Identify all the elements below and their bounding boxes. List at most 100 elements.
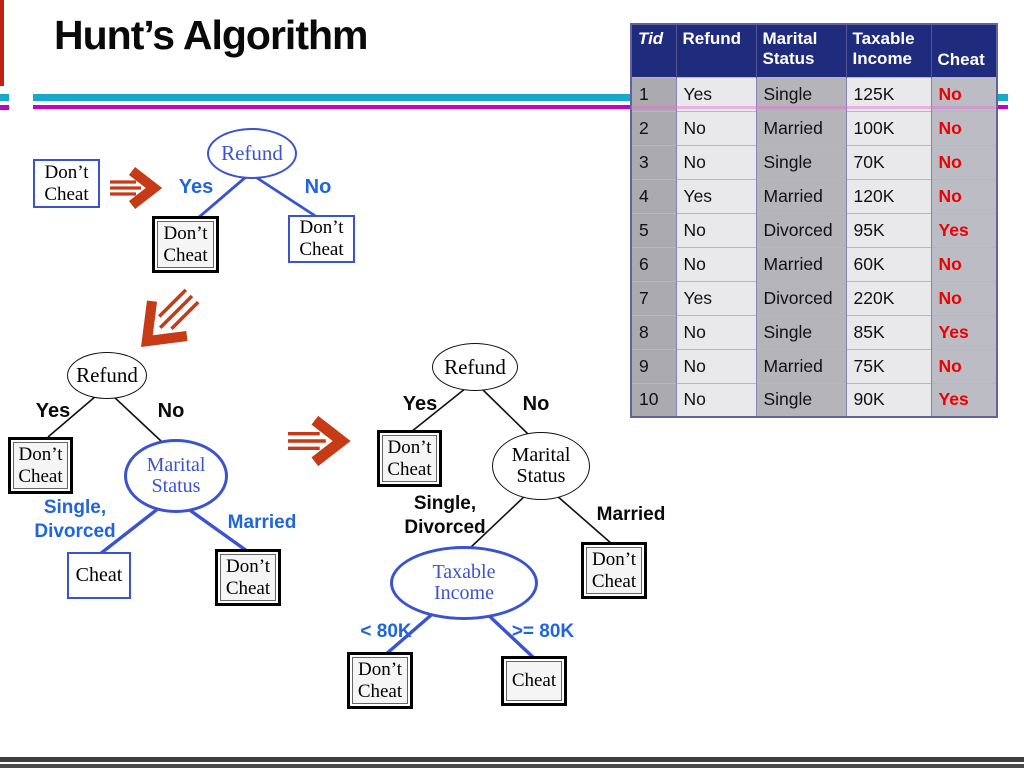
t3-branch-label-yes: Yes: [402, 393, 438, 415]
leaf-label-line: Don’t: [299, 217, 344, 239]
leaf-label-line: Don’t: [592, 549, 636, 570]
leaf-inner: Don’t Cheat: [352, 657, 408, 705]
table-cell: Single: [756, 144, 847, 179]
slide-title: Hunt’s Algorithm: [54, 12, 368, 58]
t2-leaf-cheat: Cheat: [67, 552, 131, 599]
left-edge-red-accent: [0, 0, 4, 86]
leaf-label-line: Cheat: [387, 458, 432, 480]
table-cell: Yes: [931, 382, 998, 417]
leaf-label-line: Cheat: [44, 183, 89, 205]
leaf-label-line: Don’t: [44, 161, 89, 183]
node-label-line: Refund: [444, 354, 506, 379]
table-cell: Single: [756, 314, 847, 349]
leaf-label-line: Cheat: [591, 570, 637, 592]
node-label-line: Income: [434, 582, 494, 604]
leaf-inner: Don’t Cheat: [220, 554, 276, 602]
table-cell: 2: [631, 110, 677, 145]
t1-node-refund: Refund: [207, 128, 297, 179]
table-cell: No: [931, 246, 998, 281]
t2-branch-married-line: [183, 504, 248, 553]
table-cell: 60K: [846, 246, 932, 281]
table-cell: 5: [631, 212, 677, 247]
t3-leaf-yes-dont-cheat: Don’t Cheat: [377, 430, 442, 488]
table-cell: 125K: [846, 76, 932, 111]
leaf-label-line: Don’t: [226, 556, 270, 577]
table-cell: Single: [756, 382, 847, 417]
table-cell: No: [931, 348, 998, 383]
leaf-label-line: Don’t: [163, 223, 208, 244]
table-cell: Yes: [676, 280, 757, 315]
table-cell: 100K: [846, 110, 932, 145]
t2-branch-label-single-divorced: Single, Divorced: [28, 496, 122, 544]
left-edge-cyan-accent: [0, 94, 9, 101]
node-label-line: Status: [151, 475, 201, 497]
cyan-divider-line: [33, 94, 1008, 101]
magenta-divider-line-overlay: [631, 106, 995, 109]
table-cell: Yes: [676, 76, 757, 111]
leaf-inner: Don’t Cheat: [382, 435, 437, 483]
table-cell: 120K: [846, 178, 932, 213]
t3-branch-no-line: [480, 387, 530, 436]
t3-node-marital-status: Marital Status: [492, 432, 590, 500]
table-cell: 9: [631, 348, 677, 383]
t3-branch-label-married: Married: [596, 504, 666, 525]
t3-branch-label-single-divorced: Single, Divorced: [398, 492, 492, 540]
leaf-label-line: Don’t: [18, 444, 63, 465]
t3-node-taxable-income: Taxable Income: [390, 546, 538, 620]
table-cell: Divorced: [756, 280, 847, 315]
t3-branch-label-no: No: [522, 393, 550, 415]
arrow-head: [128, 167, 163, 209]
label-line: Single,: [43, 497, 107, 518]
leaf-inner: Don’t Cheat: [157, 221, 214, 269]
arrow-head: [311, 415, 351, 467]
t1-leaf-yes-dont-cheat: Don’t Cheat: [152, 216, 219, 274]
t2-branch-label-yes: Yes: [35, 400, 71, 422]
left-edge-magenta-accent: [0, 105, 9, 110]
table-cell: 3: [631, 144, 677, 179]
table-cell: No: [931, 280, 998, 315]
table-cell: No: [931, 144, 998, 179]
t1-start-leaf-dont-cheat: Don’t Cheat: [33, 159, 100, 208]
table-cell: 6: [631, 246, 677, 281]
table-cell: No: [931, 110, 998, 145]
label-line: Divorced: [404, 516, 486, 538]
t1-branch-yes-line: [197, 174, 248, 220]
table-cell: No: [931, 76, 998, 111]
table-cell: 90K: [846, 382, 932, 417]
arrow-stripes: [110, 180, 141, 196]
magenta-divider-line: [33, 105, 1008, 109]
t3-branch-single-line: [468, 493, 528, 550]
leaf-label-line: Don’t: [358, 659, 402, 680]
t3-branch-ge80k-line: [483, 610, 537, 661]
table-cell: No: [676, 348, 757, 383]
t1-branch-no-line: [253, 174, 321, 221]
table-header-taxable-income: Taxable Income: [846, 24, 932, 77]
leaf-inner: Don’t Cheat: [586, 547, 642, 595]
table-header-marital-status: Marital Status: [756, 24, 847, 77]
table-cell: 7: [631, 280, 677, 315]
table-cell: No: [676, 110, 757, 145]
leaf-label-line: Cheat: [299, 239, 344, 260]
t3-branch-lt80k-line: [383, 608, 439, 657]
table-cell: 85K: [846, 314, 932, 349]
table-header-row: Tid Refund Marital Status Taxable Income…: [631, 24, 998, 77]
table-cell: No: [676, 212, 757, 247]
table-cell: No: [676, 382, 757, 417]
table-cell: Yes: [931, 212, 998, 247]
arrow-stripes: [288, 431, 326, 451]
label-line: Divorced: [34, 520, 116, 542]
node-label-line: Taxable: [432, 561, 496, 583]
table-cell: No: [676, 144, 757, 179]
t3-branch-label-lt-80k: < 80K: [360, 621, 412, 642]
leaf-inner: Don’t Cheat: [13, 442, 68, 490]
table-cell: 95K: [846, 212, 932, 247]
t3-branch-married-line: [555, 494, 613, 545]
t3-branch-yes-line: [410, 387, 467, 433]
